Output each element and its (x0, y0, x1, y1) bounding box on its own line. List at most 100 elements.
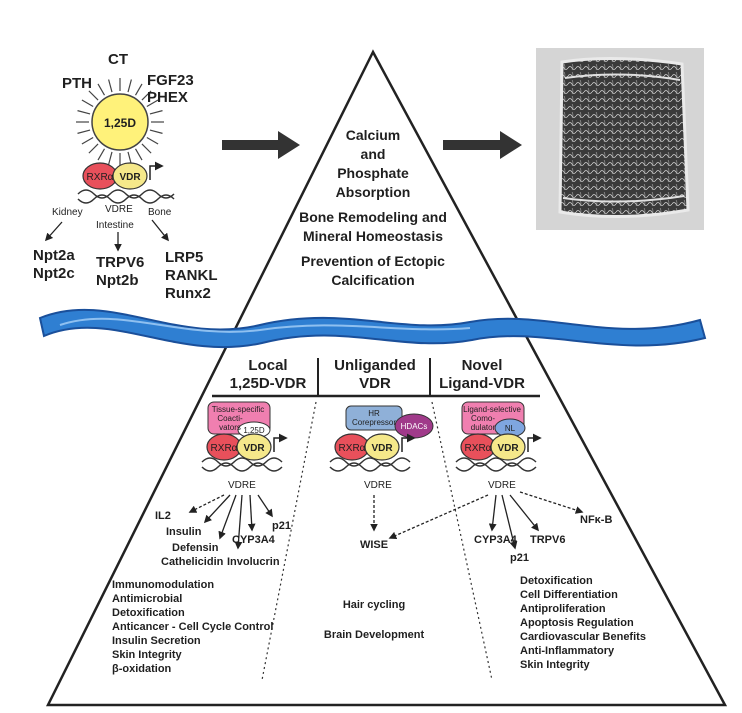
unlig-corep-line-2: Corepressor (352, 418, 396, 427)
local-target-cathelicidin: Cathelicidin (161, 556, 224, 568)
novel-effect-3: Antiproliferation (520, 603, 606, 615)
sun-center-label: 1,25D (104, 116, 136, 130)
col-unliganded-title-2: VDR (359, 375, 391, 392)
local-vdr-label: VDR (243, 443, 265, 454)
local-vdre-label: VDRE (228, 480, 256, 491)
column-separator-left (261, 401, 317, 681)
top-rxr-label: RXRα (87, 172, 114, 183)
novel-arrow-p21 (501, 494, 518, 550)
local-rxr-label: RXRα (211, 443, 238, 454)
novel-arrow-trpv6 (509, 494, 539, 532)
apex-line-4: Absorption (336, 184, 411, 200)
gene-lrp5: LRP5 (165, 249, 203, 266)
local-arrow-p21 (257, 494, 273, 518)
novel-arrow-nfkb (519, 491, 584, 514)
novel-target-p21: p21 (510, 552, 529, 564)
col-novel-title-2: Ligand-VDR (439, 375, 525, 392)
sun-ray (146, 99, 159, 108)
local-effect-3: Detoxification (112, 607, 185, 619)
col-local-title-2: 1,25D-VDR (230, 375, 307, 392)
sun-ray (127, 151, 132, 165)
col-unliganded-title-1: Unliganded (334, 357, 416, 374)
sun-ray (108, 79, 113, 93)
blue-wave-divider (38, 308, 707, 349)
novel-comod-line-3: dulator (471, 423, 496, 432)
unlig-corep-line-1: HR (368, 409, 380, 418)
novel-effect-1: Detoxification (520, 575, 593, 587)
novel-effect-7: Skin Integrity (520, 659, 591, 671)
gene-npt2a: Npt2a (33, 247, 75, 264)
novel-comod-line-2: Como- (471, 414, 495, 423)
novel-target-trpv6: TRPV6 (530, 534, 565, 546)
apex-line-8: Calcification (331, 272, 414, 288)
novel-ligand-label: NL (505, 424, 516, 433)
sun-ray (88, 90, 99, 101)
local-arrow-cyp3a4 (247, 494, 256, 532)
apex-line-6: Mineral Homeostasis (303, 228, 443, 244)
novel-effect-6: Anti-Inflammatory (520, 645, 615, 657)
sun-ray (149, 110, 163, 115)
novel-arrow-cyp3a4 (488, 494, 497, 532)
sun-ray (108, 151, 113, 165)
gene-npt2c: Npt2c (33, 265, 75, 282)
sun-ray (97, 83, 106, 96)
novel-vdre-label: VDRE (488, 480, 516, 491)
apex-line-2: and (361, 146, 386, 162)
sun-ray (81, 99, 94, 108)
local-effect-6: Skin Integrity (112, 649, 183, 661)
novel-rxr-label: RXRα (465, 443, 492, 454)
local-coact-line-3: vators (219, 423, 241, 432)
apex-line-5: Bone Remodeling and (299, 209, 447, 225)
unlig-vdre-label: VDRE (364, 480, 392, 491)
local-effect-5: Insulin Secretion (112, 635, 201, 647)
arrow-to-bone-image (443, 131, 522, 159)
gene-npt2b: Npt2b (96, 272, 139, 289)
tissue-bone: Bone (148, 207, 172, 218)
local-ligand-label: 1,25D (243, 426, 265, 435)
local-arrow-insulin (203, 494, 231, 524)
local-complex (201, 401, 288, 472)
top-vdre-label: VDRE (105, 204, 133, 215)
unliganded-complex (329, 405, 434, 472)
unlig-vdr-label: VDR (371, 443, 393, 454)
local-target-involucrin: Involucrin (227, 556, 280, 568)
sun-ray (88, 143, 99, 154)
novel-comod-line-1: Ligand-selective (463, 405, 521, 414)
hormone-ct: CT (108, 51, 128, 68)
apex-line-1: Calcium (346, 127, 400, 143)
gene-rankl: RANKL (165, 267, 218, 284)
local-arrow-involucrin (234, 494, 243, 550)
local-effect-7: β-oxidation (112, 663, 172, 675)
arrow-to-bone (151, 219, 169, 242)
novel-vdr-label: VDR (497, 443, 519, 454)
novel-target-cyp3a4: CYP3A4 (474, 534, 518, 546)
col-local-title-1: Local (248, 357, 287, 374)
local-target-il2: IL2 (155, 510, 171, 522)
sun-icon (76, 78, 164, 166)
local-coact-line-1: Tissue-specific (212, 405, 265, 414)
novel-arrow-wise (388, 494, 489, 540)
unlig-effect-2: Brain Development (324, 629, 425, 641)
local-coact-line-2: Coacti- (217, 414, 243, 423)
tissue-intestine: Intestine (96, 220, 134, 231)
sun-ray (81, 136, 94, 145)
sun-ray (141, 143, 152, 154)
col-novel-title-1: Novel (462, 357, 503, 374)
unlig-hdacs-label: HDACs (401, 422, 428, 431)
arrow-to-kidney (44, 221, 63, 242)
sun-ray (127, 79, 132, 93)
sun-ray (146, 136, 159, 145)
gene-trpv6: TRPV6 (96, 254, 144, 271)
hormone-phex: PHEX (147, 89, 188, 106)
local-target-p21: p21 (272, 520, 291, 532)
local-arrow-defensin (218, 494, 237, 540)
sun-ray (97, 148, 106, 161)
gene-runx2: Runx2 (165, 285, 211, 302)
local-target-insulin: Insulin (166, 526, 202, 538)
novel-effect-5: Cardiovascular Benefits (520, 631, 646, 643)
apex-line-3: Phosphate (337, 165, 409, 181)
local-effect-4: Anticancer - Cell Cycle Control (112, 621, 273, 633)
local-effect-1: Immunomodulation (112, 579, 214, 591)
unlig-target-wise: WISE (360, 539, 388, 551)
